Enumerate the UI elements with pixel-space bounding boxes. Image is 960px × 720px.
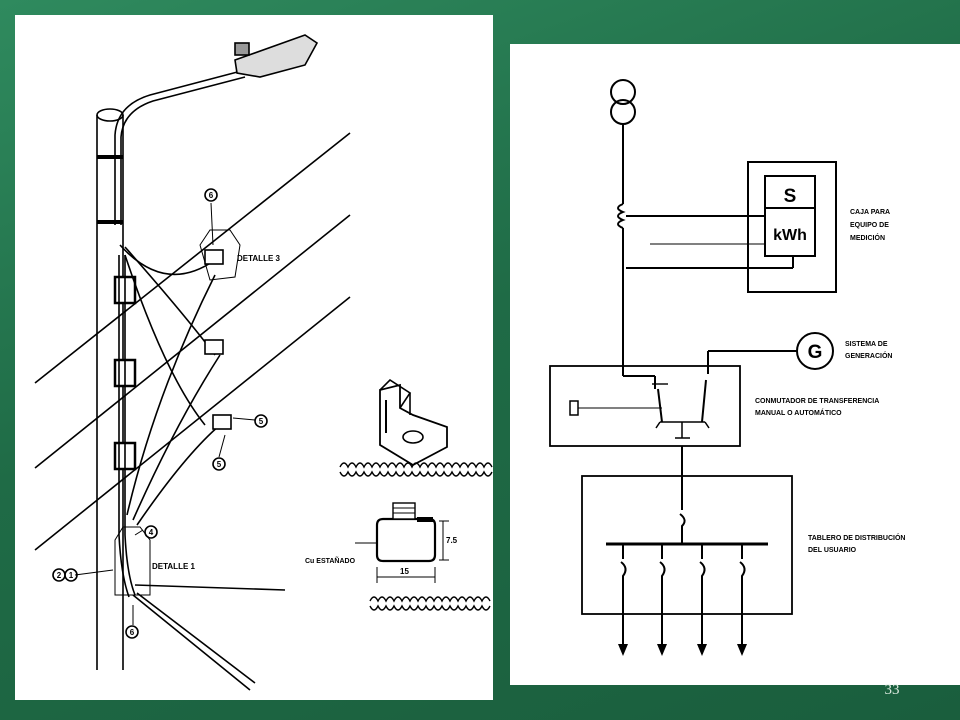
separator-coil	[339, 470, 493, 477]
callout-pole-left-2: 1	[69, 571, 74, 580]
branch-breaker	[699, 544, 706, 604]
conductor-3	[34, 296, 351, 551]
service-cable	[126, 274, 216, 516]
main-breaker	[679, 504, 686, 544]
actuator-coil	[569, 400, 579, 416]
callout-pole-left-1: 2	[57, 571, 62, 580]
bracket-detail	[379, 383, 448, 467]
terminal-section	[375, 517, 437, 563]
distribution-board-label: TABLERO DE DISTRIBUCIÓN DEL USUARIO	[808, 533, 907, 554]
lamp-arm	[120, 76, 246, 225]
pole-top	[96, 108, 124, 122]
conductor-1	[34, 132, 351, 384]
dimension-height: 7.5	[446, 536, 458, 545]
connector-upper	[204, 249, 224, 265]
separator-coil	[339, 462, 493, 469]
detail-1-marker	[114, 526, 151, 596]
transfer-switch	[657, 379, 707, 423]
meter-s-label: S	[784, 186, 797, 207]
street-lamp	[234, 34, 319, 78]
pole-drawing-svg: 6 5 5 4 2 1 6 DETALLE 3 DETALLE 1 7.5 15…	[34, 34, 493, 691]
service-cable	[124, 255, 136, 596]
separator-coil	[369, 596, 491, 603]
callout-right-lower: 5	[217, 460, 222, 469]
detail-1-label: DETALLE 1	[152, 562, 196, 571]
branch-arrow	[618, 644, 628, 656]
transformer-icon	[610, 79, 636, 105]
branch-arrow	[737, 644, 747, 656]
branch-arrow	[697, 644, 707, 656]
meter	[764, 175, 816, 257]
service-cable	[118, 255, 130, 598]
connector-middle	[204, 339, 224, 355]
callout-right-upper: 5	[259, 417, 264, 426]
meter-box	[747, 161, 837, 293]
conductor-2	[34, 214, 351, 469]
page-number: 33	[884, 682, 900, 698]
transfer-switch-label: CONMUTADOR DE TRANSFERENCIA MANUAL O AUT…	[755, 398, 881, 417]
detail-3-marker	[199, 229, 241, 281]
service-cable	[119, 244, 216, 276]
callout-top: 6	[209, 191, 214, 200]
transfer-switch-box	[549, 365, 741, 447]
branch-breaker	[739, 544, 746, 604]
lamp-arm	[114, 69, 246, 225]
branch-arrow	[657, 644, 667, 656]
connector-lower	[212, 414, 232, 430]
pole-installation-drawing: 6 5 5 4 2 1 6 DETALLE 3 DETALLE 1 7.5 15…	[15, 15, 493, 700]
callout-bottom: 6	[130, 628, 135, 637]
branch-breaker	[620, 544, 627, 604]
generator-label: SISTEMA DE GENERACIÓN	[845, 341, 892, 360]
branch-breaker	[659, 544, 666, 604]
distribution-board	[581, 475, 793, 615]
single-line-diagram: S kWh CAJA PARA EQUIPO DE MEDICIÓN	[510, 44, 960, 685]
current-transformer	[617, 203, 626, 229]
service-cable	[136, 424, 221, 526]
separator-coil	[369, 604, 491, 611]
detail-3-label: DETALLE 3	[237, 254, 281, 263]
dimension-width: 15	[400, 567, 409, 576]
generator-symbol: G	[808, 342, 823, 363]
material-label: Cu ESTAÑADO	[305, 556, 356, 565]
single-line-diagram-svg: S kWh CAJA PARA EQUIPO DE MEDICIÓN	[549, 79, 907, 656]
callout-pole-upper: 4	[149, 528, 154, 537]
service-cable	[124, 254, 206, 426]
service-cable	[132, 354, 221, 521]
meter-kwh-label: kWh	[773, 227, 807, 244]
meter-box-label: CAJA PARA EQUIPO DE MEDICIÓN	[850, 209, 892, 242]
